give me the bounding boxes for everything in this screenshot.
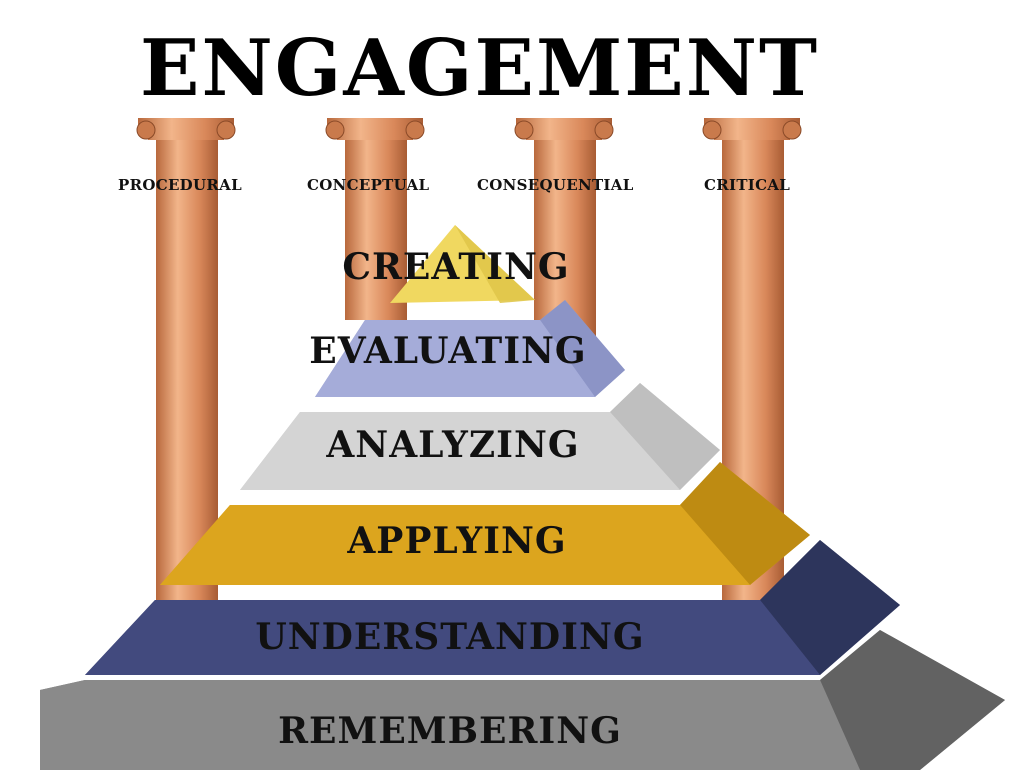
pillar-procedural — [136, 118, 236, 600]
level-evaluating-shape — [315, 300, 625, 397]
pillar-label-consequential: CONSEQUENTIAL — [477, 176, 634, 194]
level-label-creating: CREATING — [342, 246, 570, 288]
level-remembering-shape — [40, 630, 1005, 770]
level-label-analyzing: ANALYZING — [326, 424, 580, 466]
pillar-label-conceptual: CONCEPTUAL — [307, 176, 430, 194]
pillar-label-critical: CRITICAL — [704, 176, 791, 194]
level-analyzing-shape — [240, 383, 720, 490]
pillar-label-procedural: PROCEDURAL — [118, 176, 242, 194]
level-label-applying: APPLYING — [347, 520, 567, 562]
pillar-conceptual — [325, 118, 425, 320]
level-applying-shape — [160, 462, 810, 585]
level-understanding-shape — [85, 540, 900, 675]
level-label-understanding: UNDERSTANDING — [255, 616, 645, 658]
level-label-evaluating: EVALUATING — [309, 330, 587, 372]
diagram-title: ENGAGEMENT — [140, 23, 820, 114]
level-label-remembering: REMEMBERING — [278, 710, 622, 752]
level-creating-shape — [390, 225, 535, 303]
